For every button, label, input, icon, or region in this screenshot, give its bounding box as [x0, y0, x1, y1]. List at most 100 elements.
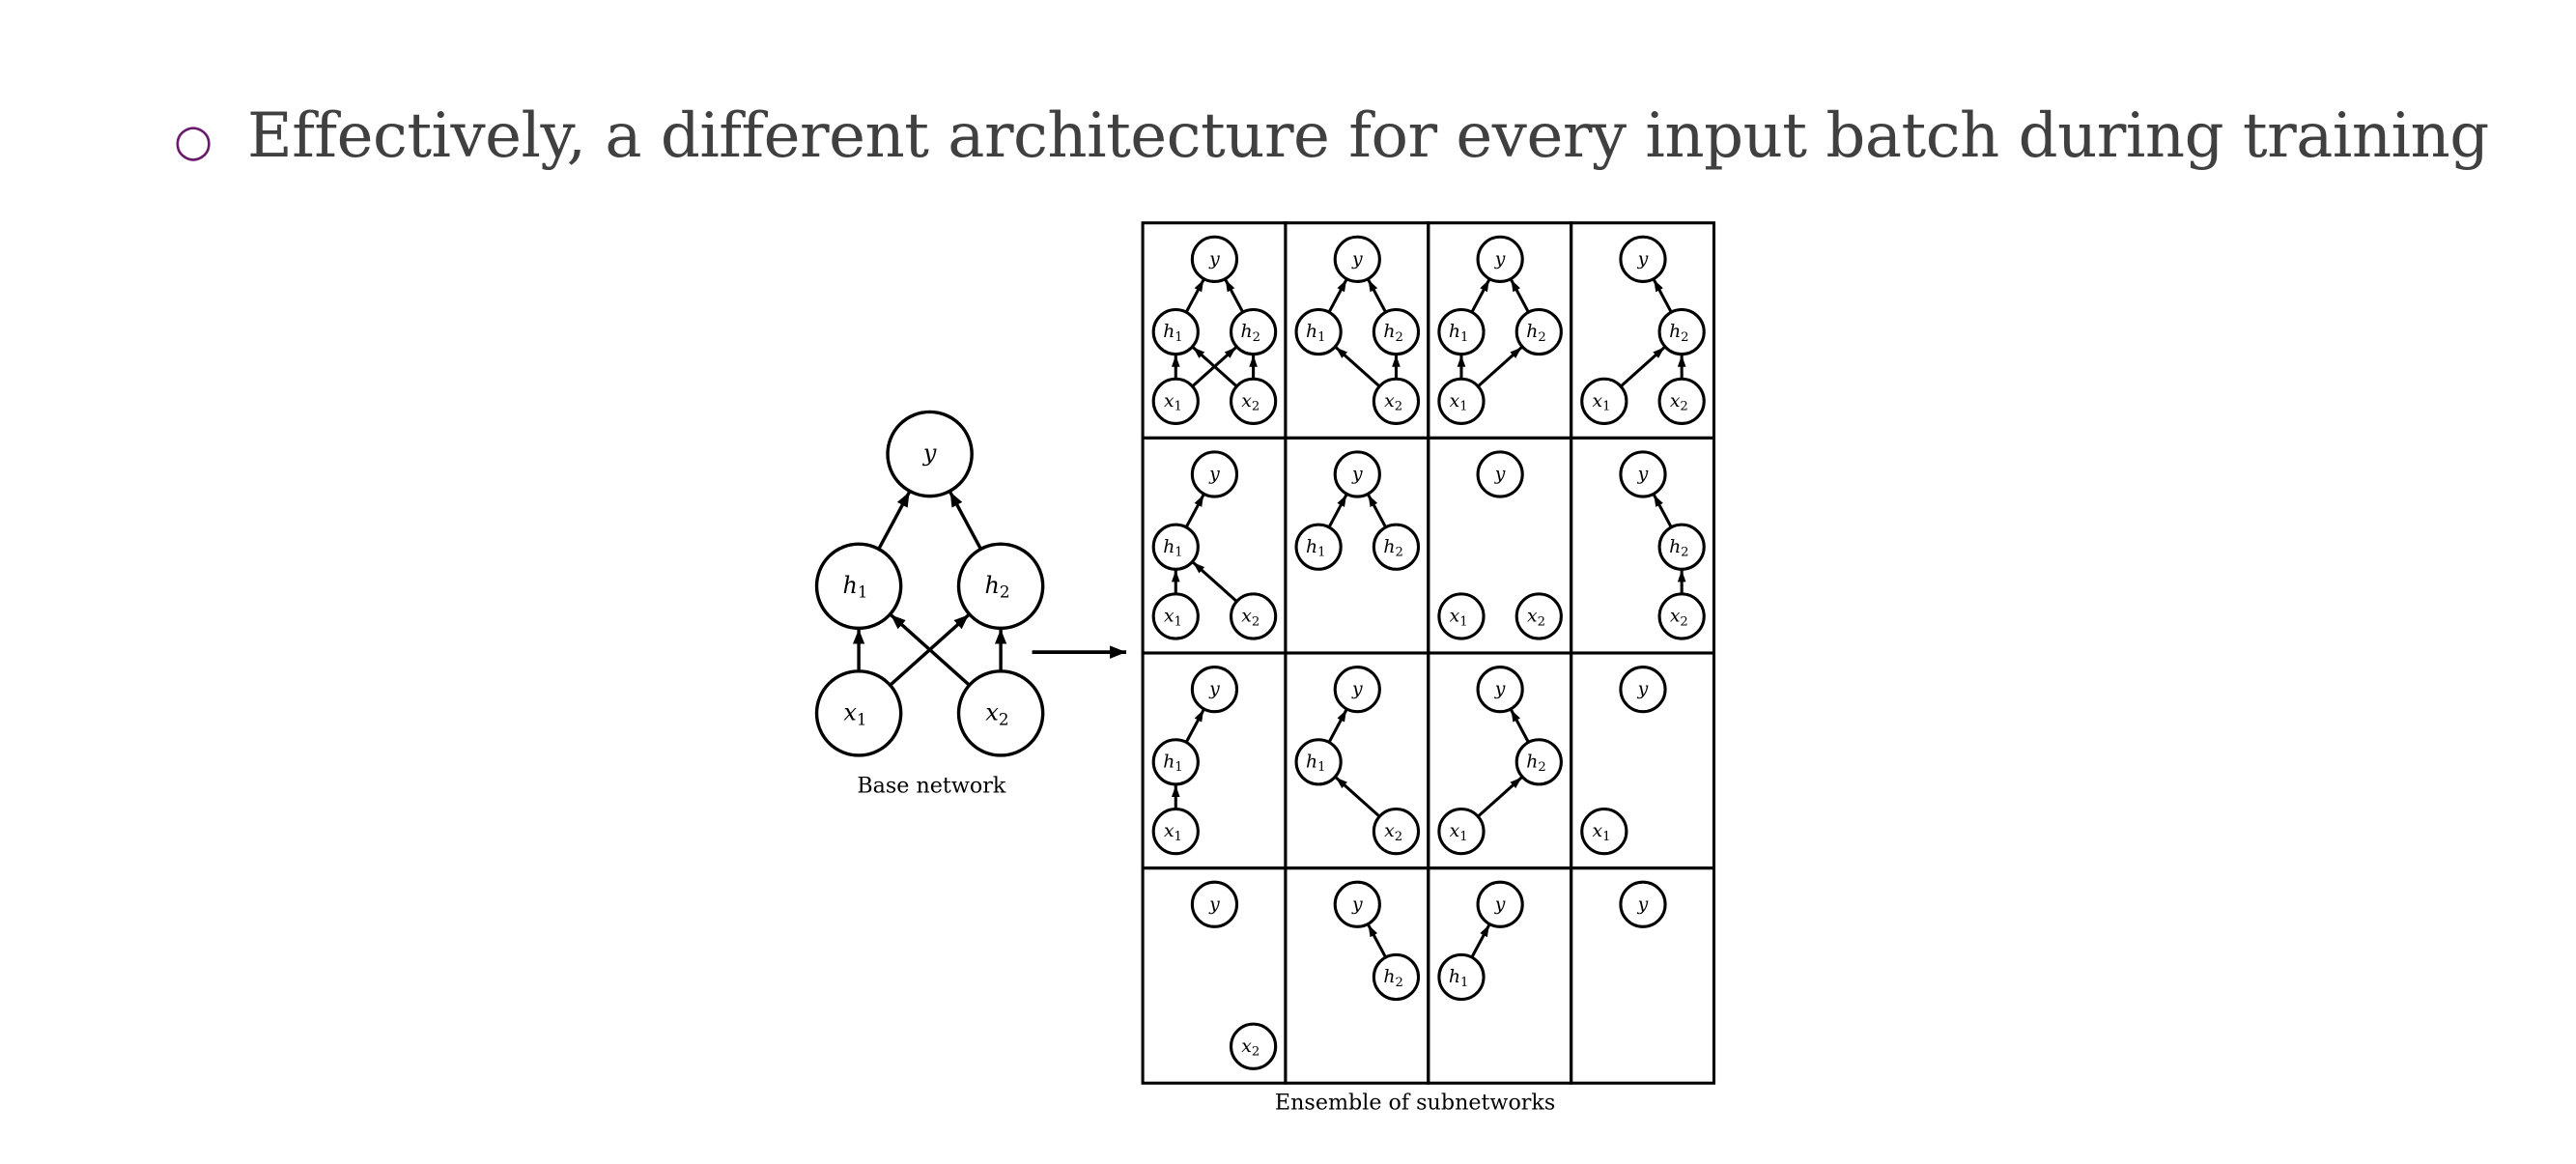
- node-x1: x1: [1151, 592, 1200, 640]
- node-label: h1: [1449, 967, 1468, 990]
- node-label: x1: [1450, 391, 1468, 414]
- node-circle: [1372, 523, 1421, 571]
- node-y: y: [1333, 880, 1381, 928]
- node-label: x2: [1384, 821, 1402, 844]
- node-h2: h2: [1657, 523, 1706, 571]
- edge-h2-y: [1224, 278, 1245, 313]
- node-circle: [1514, 738, 1563, 786]
- node-h1: h1: [1437, 952, 1486, 1002]
- node-x2: x2: [1229, 1022, 1278, 1070]
- node-h1: h1: [1151, 523, 1200, 571]
- base-node-x2: x2: [956, 669, 1045, 757]
- node-label: y: [1637, 249, 1649, 270]
- node-label: h1: [1163, 322, 1182, 345]
- edge-h2-y: [1367, 494, 1387, 528]
- node-label: y: [1494, 465, 1506, 485]
- node-y: y: [1619, 665, 1667, 714]
- edge-h2-y: [948, 491, 982, 551]
- subnetwork-8: y h2 x2: [1570, 436, 1716, 655]
- node-circle: [1476, 880, 1524, 928]
- subnetwork-16: y: [1570, 866, 1716, 1085]
- node-circle: [1190, 235, 1239, 283]
- node-y: y: [1333, 665, 1381, 714]
- node-h2: h2: [1657, 307, 1706, 356]
- edge-h2-y: [1510, 278, 1530, 313]
- node-circle: [1580, 377, 1628, 425]
- node-circle: [1657, 307, 1706, 356]
- node-h1: h1: [1151, 307, 1200, 356]
- node-label: y: [1208, 894, 1220, 915]
- node-label: x2: [1384, 391, 1402, 414]
- base-node-y: y: [886, 410, 974, 498]
- edge-h1-y: [1327, 278, 1348, 313]
- node-circle: [1190, 880, 1239, 928]
- subnetwork-9: y h1 x1: [1141, 651, 1288, 870]
- node-y: y: [1476, 450, 1524, 498]
- node-h1: h1: [1437, 307, 1486, 356]
- node-label: h1: [842, 572, 867, 602]
- node-circle: [1372, 307, 1421, 356]
- node-label: y: [1351, 465, 1363, 485]
- edge-h1-y: [1184, 494, 1205, 528]
- edge-h1-y: [1470, 923, 1491, 958]
- subnetwork-cell-border: [1570, 866, 1716, 1085]
- edge-h1-y: [1327, 708, 1348, 744]
- node-circle: [1229, 1022, 1278, 1070]
- node-label: x1: [1164, 821, 1182, 844]
- node-y: y: [1190, 665, 1239, 714]
- edge-x2-h1: [1334, 776, 1381, 818]
- edge-x1-h2: [1619, 346, 1666, 388]
- node-circle: [1437, 952, 1486, 1002]
- node-label: y: [1637, 894, 1649, 915]
- node-circle: [1580, 807, 1628, 856]
- node-h1: h1: [1294, 523, 1343, 571]
- node-circle: [1657, 592, 1706, 640]
- node-label: x2: [1241, 1036, 1260, 1060]
- node-circle: [1294, 307, 1343, 356]
- node-circle: [1294, 738, 1343, 786]
- edge-h2-y: [1652, 494, 1673, 528]
- slide-title: Effectively, a different architecture fo…: [247, 100, 2489, 172]
- node-label: y: [1351, 249, 1363, 270]
- node-h1: h1: [1294, 738, 1343, 786]
- node-circle: [1333, 665, 1381, 714]
- node-label: h2: [1383, 537, 1402, 560]
- node-x2: x2: [1229, 377, 1278, 425]
- node-label: x2: [1527, 607, 1545, 630]
- node-y: y: [1333, 450, 1381, 498]
- ensemble-caption: Ensemble of subnetworks: [1275, 1091, 1555, 1116]
- node-y: y: [1476, 880, 1524, 928]
- subnetwork-3: y h1 h2 x1: [1427, 221, 1573, 440]
- node-y: y: [1476, 235, 1524, 283]
- node-circle: [1372, 377, 1421, 425]
- node-label: x2: [1241, 391, 1260, 414]
- node-label: x2: [985, 699, 1008, 729]
- node-circle: [1437, 377, 1486, 425]
- node-label: y: [1351, 679, 1363, 699]
- node-h2: h2: [1229, 307, 1278, 356]
- edge-h1-y: [1184, 278, 1205, 313]
- node-label: y: [1494, 894, 1506, 915]
- node-circle: [1190, 450, 1239, 498]
- node-label: h2: [1526, 322, 1545, 345]
- node-label: x1: [1450, 607, 1468, 630]
- node-x1: x1: [1437, 377, 1486, 425]
- base-node-x1: x1: [814, 669, 903, 757]
- node-label: x2: [1670, 607, 1688, 630]
- node-h2: h2: [1372, 523, 1421, 571]
- node-label: h2: [1383, 322, 1402, 345]
- node-circle: [1619, 450, 1667, 498]
- node-x1: x1: [1151, 377, 1200, 425]
- node-y: y: [1619, 450, 1667, 498]
- node-x2: x2: [1657, 377, 1706, 425]
- node-label: y: [1208, 679, 1220, 699]
- node-h1: h1: [1151, 738, 1200, 786]
- node-x2: x2: [1372, 377, 1421, 425]
- edge-x1-h2: [1477, 776, 1523, 818]
- edge-h2-y: [1367, 278, 1387, 313]
- node-label: x1: [1593, 391, 1611, 414]
- node-label: y: [1351, 894, 1363, 915]
- node-h2: h2: [1514, 307, 1563, 356]
- node-circle: [1294, 523, 1343, 571]
